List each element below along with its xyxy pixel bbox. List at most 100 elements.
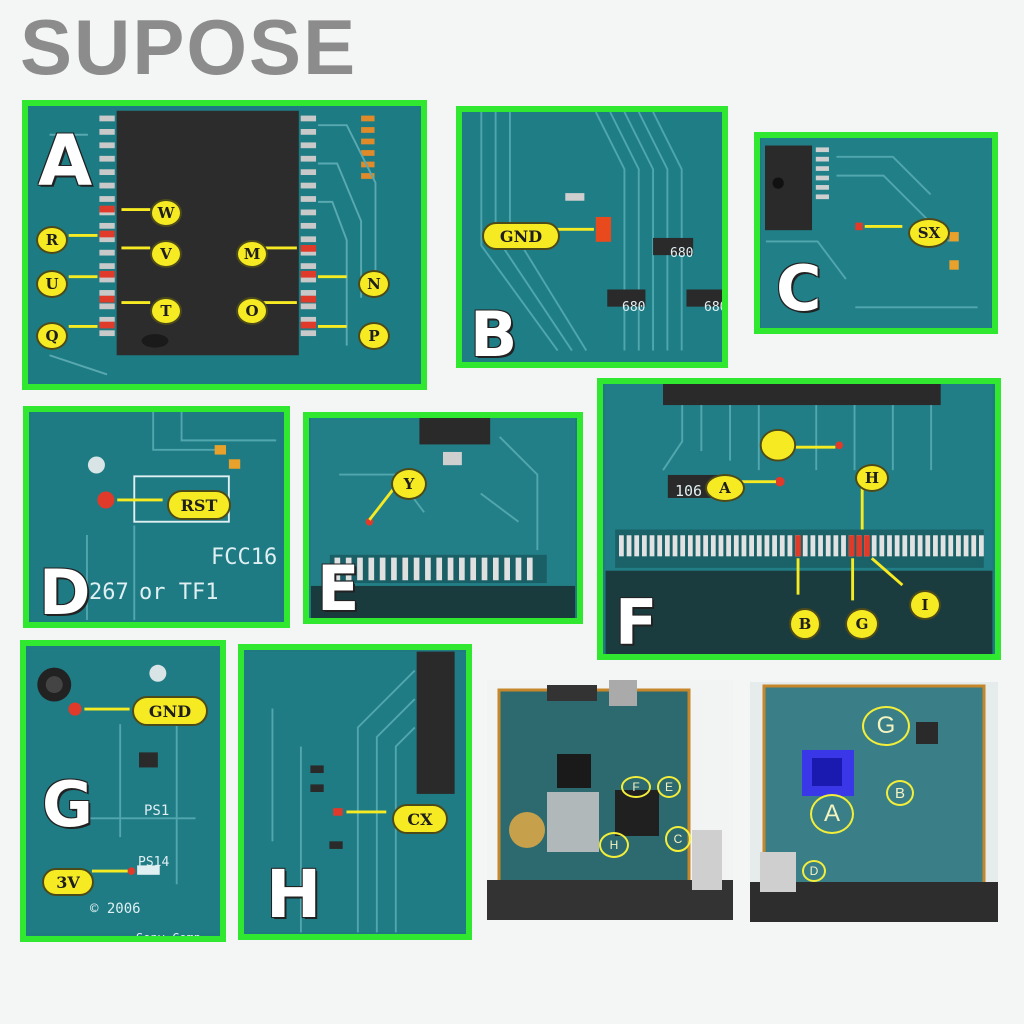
ic-pin: [634, 535, 640, 557]
callout-o: O: [236, 297, 268, 325]
panel-f: 106 A H B G I F: [597, 378, 1001, 660]
ic-pin: [802, 535, 808, 557]
ic-pin: [933, 535, 938, 557]
chip-code: 680: [704, 300, 728, 315]
ic-pin: [733, 535, 739, 557]
ic-pin: [718, 535, 724, 557]
ic-pin: [619, 535, 624, 557]
ic-pin: [641, 535, 647, 557]
panel-letter: F: [615, 586, 658, 659]
ic-pin: [680, 535, 686, 557]
pcb-trace-art: [244, 651, 466, 933]
callout-3v: 3V: [42, 868, 94, 896]
panel-letter: D: [39, 556, 91, 628]
callout-q: Q: [36, 322, 68, 350]
board-photo-left: F E C H: [487, 680, 733, 920]
ic-pin: [894, 535, 900, 557]
callout-arrows: [864, 225, 903, 228]
callout-gnd: GND: [132, 696, 208, 726]
callout-p: P: [358, 322, 390, 350]
panel-h: CX H: [238, 644, 472, 940]
ic-pin: [726, 535, 732, 557]
panel-letter: B: [470, 298, 518, 368]
callout-t: T: [150, 297, 182, 325]
callout-i: I: [909, 590, 941, 620]
ic-pin: [672, 535, 678, 557]
pcb-trace-art: [310, 418, 576, 618]
pcb-trace-art: [761, 138, 991, 328]
callout-r: R: [36, 226, 68, 254]
callout-cx: CX: [392, 804, 448, 834]
pcb-silkscreen: PS14: [138, 855, 170, 870]
ic-pin: [879, 535, 885, 557]
marker-a: A: [810, 794, 854, 834]
pcb-silkscreen: FCC16: [211, 545, 278, 570]
panel-letter: C: [776, 252, 822, 325]
pcb-silkscreen: 267: [89, 580, 129, 605]
callout-arrows: [68, 208, 347, 328]
ic-pin: [917, 535, 923, 557]
ic-pin: [779, 535, 785, 557]
pcb-trace-art: [30, 106, 419, 384]
marker-g: G: [862, 706, 910, 746]
ic-pin: [902, 535, 908, 557]
panel-letter: E: [317, 552, 360, 624]
ic-pin: [925, 535, 931, 557]
marker-d: D: [802, 860, 826, 882]
callout-b: B: [789, 608, 821, 640]
pcb-trace-art: [462, 112, 722, 362]
panel-letter: G: [42, 768, 93, 841]
ic-pin: [841, 535, 846, 557]
panel-a: A W R V M U N T O Q P: [22, 100, 427, 390]
board-overview-art: [487, 680, 733, 920]
panel-letter: H: [266, 856, 322, 933]
brand-logo: SUPOSE: [20, 3, 358, 91]
ic-pin: [664, 535, 670, 557]
ic-pin: [787, 535, 793, 557]
callout-u: U: [36, 270, 68, 298]
panel-b: 680 680 680 GND B: [456, 106, 728, 368]
callout-gnd: GND: [482, 222, 560, 250]
pcb-silkscreen: PS1: [144, 803, 170, 819]
ic-pin: [887, 535, 892, 557]
callout-sx: SX: [908, 218, 950, 248]
ic-pin: [649, 535, 655, 557]
ic-pin: [963, 535, 969, 557]
ic-pin: [979, 535, 984, 557]
ic-pin: [741, 535, 747, 557]
ic-pin: [687, 535, 693, 557]
pcb-silkscreen: © 2006: [90, 901, 141, 917]
ic-pin: [764, 535, 770, 557]
ic-pin: [710, 535, 716, 557]
ic-pin: [756, 535, 762, 557]
marker-h: H: [599, 832, 629, 858]
callout-g: G: [845, 608, 879, 640]
pcb-trace-art: [30, 412, 283, 622]
callout-arrows: [552, 227, 594, 231]
callout-rst: RST: [167, 490, 231, 520]
marker-c: C: [665, 826, 691, 852]
panel-c: SX C: [754, 132, 998, 334]
callout-y: Y: [391, 468, 427, 500]
ic-pin: [833, 535, 839, 557]
callout-arrows: [117, 498, 163, 502]
board-photo-right: G A B D: [750, 682, 998, 922]
ic-pin: [818, 535, 823, 557]
ic-pin: [810, 535, 816, 557]
callout-a: A: [705, 474, 745, 502]
panel-letter: A: [38, 120, 93, 202]
ic-pin: [772, 535, 777, 557]
ic-pin: [910, 535, 915, 557]
callout-h: H: [855, 464, 889, 492]
chip-code: 680: [670, 246, 694, 261]
callout-m: M: [236, 240, 268, 268]
pcb-silkscreen: Sony Comp: [136, 931, 202, 942]
callout-n: N: [358, 270, 390, 298]
callout-w: W: [150, 199, 182, 227]
marker-f: F: [621, 776, 651, 798]
ic-pin: [956, 535, 961, 557]
marker-b: B: [886, 780, 914, 806]
ic-pin: [871, 535, 877, 557]
pcb-silkscreen: or TF1: [139, 580, 219, 605]
panel-g: GND 3V PS1 PS14 © 2006 Sony Comp G: [20, 640, 226, 942]
